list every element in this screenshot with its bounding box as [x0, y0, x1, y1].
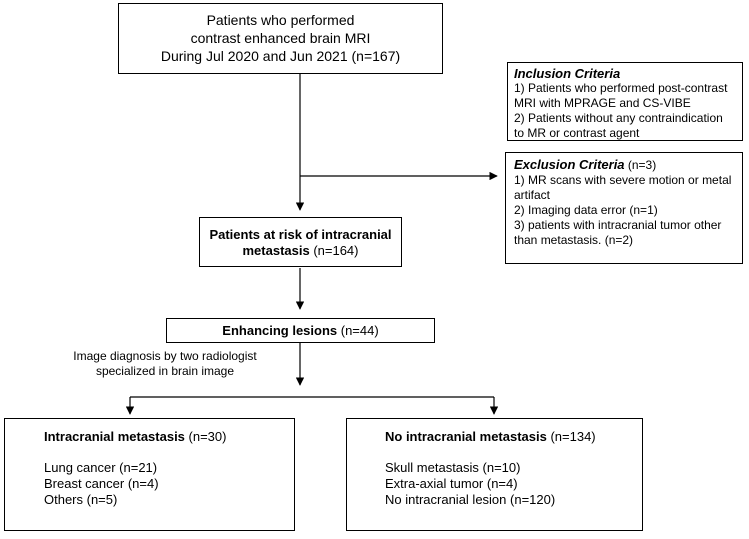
diagnosis-note-line: Image diagnosis by two radiologist — [73, 349, 257, 363]
enhancing-lesions-box: Enhancing lesions (n=44) — [166, 318, 435, 343]
exclusion-count: (n=3) — [624, 158, 657, 172]
exclusion-criteria-title: Exclusion Criteria — [514, 157, 625, 172]
no-metastasis-item: Extra-axial tumor (n=4) — [385, 476, 518, 491]
exclusion-item: 2) Imaging data error (n=1) — [514, 203, 658, 217]
at-risk-title-bold: metastasis — [242, 243, 310, 258]
no-metastasis-item: Skull metastasis (n=10) — [385, 460, 521, 475]
top-box-line: During Jul 2020 and Jun 2021 (n=167) — [160, 48, 401, 64]
exclusion-item: than metastasis. (n=2) — [514, 233, 634, 247]
inclusion-item: to MR or contrast agent — [514, 126, 640, 140]
metastasis-count: (n=30) — [184, 429, 227, 444]
enhancing-count: (n=44) — [337, 323, 379, 338]
inclusion-criteria-box: Inclusion Criteria 1) Patients who perfo… — [507, 62, 743, 141]
metastasis-title: Intracranial metastasis — [44, 429, 185, 444]
metastasis-box: Intracranial metastasis (n=30) Lung canc… — [4, 418, 295, 531]
diagnosis-note-line: specialized in brain image — [95, 364, 235, 378]
metastasis-item: Lung cancer (n=21) — [44, 460, 158, 475]
at-risk-count: (n=164) — [309, 243, 359, 258]
exclusion-criteria-box: Exclusion Criteria (n=3) 1) MR scans wit… — [505, 152, 743, 264]
top-box: Patients who performed contrast enhanced… — [118, 3, 443, 74]
top-box-line: Patients who performed — [206, 12, 355, 28]
inclusion-item: MRI with MPRAGE and CS-VIBE — [514, 96, 691, 110]
exclusion-item: 3) patients with intracranial tumor othe… — [514, 218, 722, 232]
at-risk-box: Patients at risk of intracranial metasta… — [199, 217, 402, 267]
at-risk-title: Patients at risk of intracranial — [209, 227, 392, 242]
enhancing-title: Enhancing lesions — [222, 323, 338, 338]
metastasis-item: Breast cancer (n=4) — [44, 476, 159, 491]
exclusion-item: 1) MR scans with severe motion or metal — [514, 173, 732, 187]
top-box-line: contrast enhanced brain MRI — [190, 30, 371, 46]
inclusion-criteria-title: Inclusion Criteria — [514, 66, 621, 81]
no-metastasis-title: No intracranial metastasis — [385, 429, 547, 444]
no-metastasis-count: (n=134) — [546, 429, 596, 444]
exclusion-item: artifact — [514, 188, 551, 202]
diagnosis-note: Image diagnosis by two radiologist speci… — [40, 349, 290, 379]
metastasis-item: Others (n=5) — [44, 492, 118, 507]
no-metastasis-item: No intracranial lesion (n=120) — [385, 492, 556, 507]
inclusion-item: 2) Patients without any contraindication — [514, 111, 723, 125]
inclusion-item: 1) Patients who performed post-contrast — [514, 81, 728, 95]
no-metastasis-box: No intracranial metastasis (n=134) Skull… — [346, 418, 643, 531]
